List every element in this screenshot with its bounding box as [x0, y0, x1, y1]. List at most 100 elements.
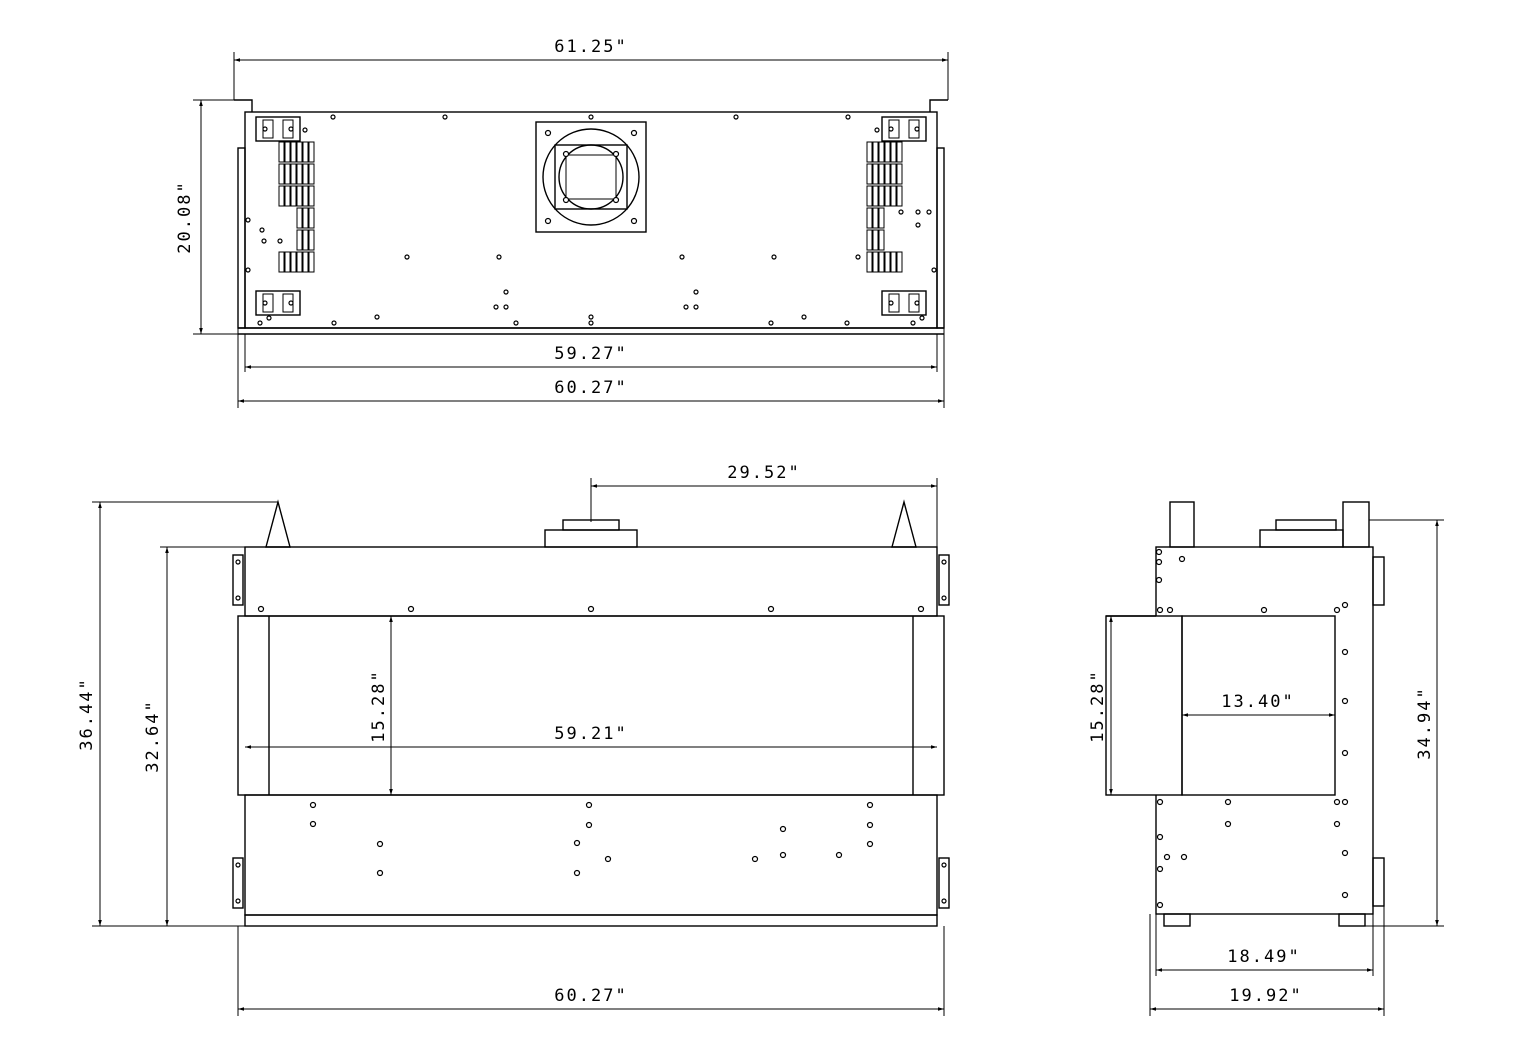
vent-slot [278, 163, 285, 185]
vent-slot [884, 141, 891, 163]
mounting-hole [503, 304, 509, 310]
mounting-hole [1333, 798, 1341, 806]
mounting-hole [866, 821, 874, 829]
mounting-hole [257, 605, 265, 613]
mounting-hole [1156, 833, 1164, 841]
vent-slot [308, 163, 315, 185]
vent-slot [878, 251, 885, 273]
mounting-hole [513, 320, 519, 326]
vent-slot [302, 229, 309, 251]
mounting-hole [330, 114, 336, 120]
mounting-hole [1260, 606, 1268, 614]
vent-slot [296, 251, 303, 273]
mounting-hole [835, 851, 843, 859]
mounting-hole [915, 222, 921, 228]
vent-slot [296, 163, 303, 185]
mounting-hole [259, 227, 265, 233]
vent-slot [278, 251, 285, 273]
vent-slot [290, 185, 297, 207]
vent-slot [290, 163, 297, 185]
mounting-hole [926, 209, 932, 215]
vent-slot [308, 229, 315, 251]
side-overall-height-label: 34.94" [1415, 686, 1435, 759]
mounting-hole [1156, 865, 1164, 873]
side-overall-depth-label: 19.92" [1229, 986, 1302, 1006]
vent-slot [302, 251, 309, 273]
vent-slot [872, 141, 879, 163]
mounting-hole [1341, 697, 1349, 705]
top-vent-louvers-left [278, 141, 315, 273]
vent-slot [296, 207, 303, 229]
mounting-hole [771, 254, 777, 260]
vent-slot [308, 251, 315, 273]
mounting-hole [503, 289, 509, 295]
top-view: 61.25" 20.08" [175, 37, 949, 408]
mounting-hole [604, 855, 612, 863]
mounting-hole [1341, 749, 1349, 757]
mounting-hole [917, 605, 925, 613]
vent-slot [278, 141, 285, 163]
vent-slot [296, 229, 303, 251]
front-body-height-label: 32.64" [143, 699, 163, 772]
top-overall-width-label: 61.25" [554, 37, 627, 57]
vent-slot [896, 185, 903, 207]
mounting-hole [866, 840, 874, 848]
front-panel-holes [257, 605, 925, 877]
mounting-hole [1333, 606, 1341, 614]
vent-slot [284, 163, 291, 185]
side-standoff-left [1169, 501, 1195, 548]
vent-slot [884, 185, 891, 207]
mounting-hole [844, 320, 850, 326]
mounting-hole [376, 840, 384, 848]
vent-slot [866, 185, 873, 207]
mounting-hole [404, 254, 410, 260]
side-panel-holes [1155, 548, 1349, 909]
side-opening-height-label: 15.28" [1088, 669, 1108, 742]
vent-slot [866, 141, 873, 163]
mounting-hole [587, 605, 595, 613]
vent-slot [308, 207, 315, 229]
mounting-hole [855, 254, 861, 260]
mounting-hole [1178, 555, 1186, 563]
side-opening [1181, 615, 1336, 796]
front-opening-width-label: 59.21" [554, 724, 627, 744]
mounting-hole [493, 304, 499, 310]
top-bracket-right-upper [881, 116, 927, 142]
front-lower-panel [244, 794, 938, 916]
vent-slot [290, 141, 297, 163]
mounting-hole [573, 869, 581, 877]
top-depth-label: 20.08" [175, 180, 195, 253]
vent-slot [302, 185, 309, 207]
vent-slot [308, 185, 315, 207]
mounting-hole [1155, 558, 1163, 566]
vent-slot [284, 141, 291, 163]
vent-slot [872, 163, 879, 185]
mounting-hole [585, 801, 593, 809]
front-upper-panel [244, 546, 938, 617]
top-vent-louvers-right [866, 141, 903, 273]
top-panel-holes [245, 114, 937, 326]
vent-slot [884, 251, 891, 273]
vent-slot [296, 185, 303, 207]
top-total-width-label: 60.27" [554, 378, 627, 398]
mounting-hole [302, 127, 308, 133]
mounting-hole [1156, 798, 1164, 806]
vent-slot [296, 141, 303, 163]
mounting-hole [779, 851, 787, 859]
vent-slot [890, 185, 897, 207]
mounting-hole [266, 315, 272, 321]
mounting-hole [257, 320, 263, 326]
vent-slot [284, 251, 291, 273]
vent-slot [872, 251, 879, 273]
mounting-hole [1224, 798, 1232, 806]
side-opening-depth-label: 13.40" [1221, 692, 1294, 712]
vent-slot [302, 141, 309, 163]
mounting-hole [245, 267, 251, 273]
top-bracket-left-upper [255, 116, 301, 142]
mounting-hole [374, 314, 380, 320]
top-bracket-right-lower [881, 290, 927, 316]
mounting-hole [1341, 648, 1349, 656]
mounting-hole [376, 869, 384, 877]
mounting-hole [1224, 820, 1232, 828]
